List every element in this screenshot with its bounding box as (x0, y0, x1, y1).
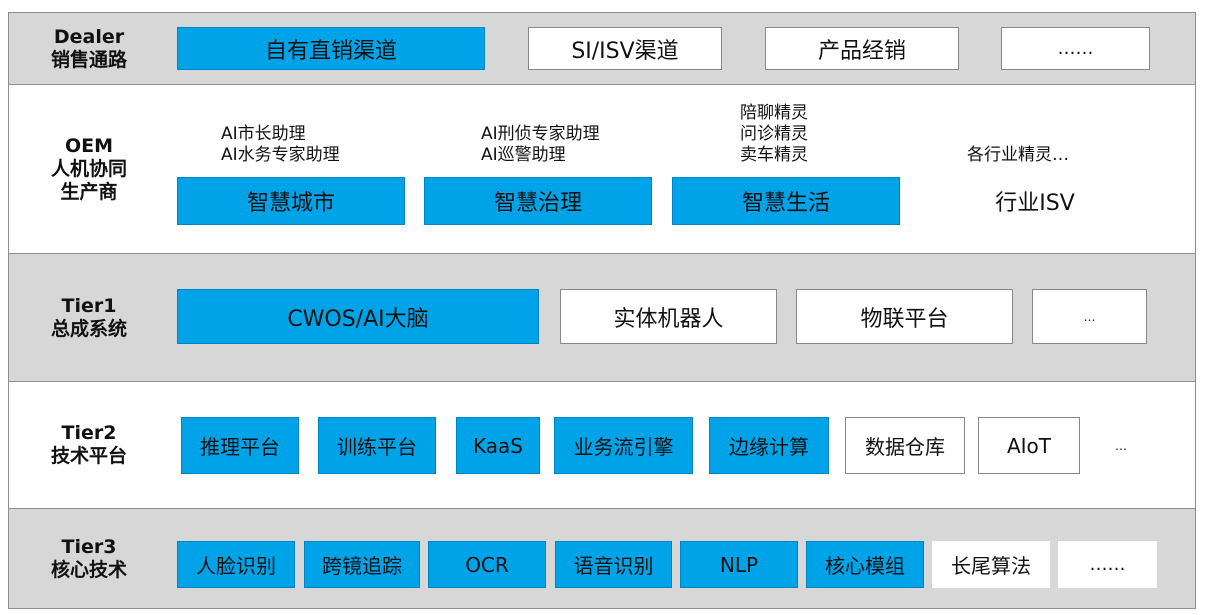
tier3-box-long-tail-algorithms[interactable]: 长尾算法 (932, 541, 1050, 588)
tier3-label-en: Tier3 (61, 535, 117, 558)
tier1-box-robot[interactable]: 实体机器人 (560, 289, 777, 344)
note-line: 陪聊精灵 (740, 103, 808, 123)
tier3-box-nlp[interactable]: NLP (680, 541, 798, 588)
tier1-label-cn: 总成系统 (50, 317, 127, 340)
tier1-row-label: Tier1 总成系统 (20, 253, 158, 382)
tier2-box-kaas[interactable]: KaaS (456, 417, 540, 474)
tier2-label-cn: 技术平台 (50, 445, 127, 467)
tier3-box-cross-camera-tracking[interactable]: 跨镜追踪 (304, 541, 420, 588)
oem-label-cn2: 生产商 (60, 180, 118, 203)
tier1-label-en: Tier1 (61, 294, 117, 317)
tier2-box-data-warehouse[interactable]: 数据仓库 (845, 417, 965, 474)
note-line: AI市长助理 (221, 124, 306, 144)
tier3-box-ocr[interactable]: OCR (428, 541, 546, 588)
note-line: 各行业精灵… (967, 145, 1069, 165)
tier1-box-more[interactable]: … (1032, 289, 1147, 344)
tier2-box-more[interactable]: … (1115, 438, 1127, 453)
tier2-box-aiot[interactable]: AIoT (978, 417, 1080, 474)
oem-row-label: OEM 人机协同 生产商 (20, 84, 158, 254)
note-line: AI刑侦专家助理 (481, 124, 600, 144)
tier2-box-workflow-engine[interactable]: 业务流引擎 (554, 417, 693, 474)
tier2-row-label: Tier2 技术平台 (20, 381, 158, 509)
oem-box-smart-governance[interactable]: 智慧治理 (424, 177, 652, 225)
tier1-box-cwos-brain[interactable]: CWOS/AI大脑 (177, 289, 539, 344)
tier3-label-cn: 核心技术 (50, 558, 127, 581)
oem-note-governance: AI刑侦专家助理 AI巡警助理 (481, 124, 600, 166)
oem-note-industry: 各行业精灵… (967, 145, 1069, 166)
oem-band (8, 84, 1196, 254)
oem-note-city: AI市长助理 AI水务专家助理 (221, 124, 340, 166)
dealer-box-direct-sales[interactable]: 自有直销渠道 (177, 27, 485, 70)
tier2-box-inference[interactable]: 推理平台 (181, 417, 299, 474)
oem-box-smart-city[interactable]: 智慧城市 (177, 177, 405, 225)
tier2-box-training[interactable]: 训练平台 (318, 417, 436, 474)
dealer-box-distribution[interactable]: 产品经销 (765, 27, 959, 70)
note-line: 卖车精灵 (740, 145, 808, 165)
tier3-box-core-module[interactable]: 核心模组 (806, 541, 924, 588)
dealer-label-cn: 销售通路 (50, 48, 127, 71)
tier3-box-more[interactable]: …… (1058, 541, 1157, 588)
note-line: 问诊精灵 (740, 124, 808, 144)
note-line: AI巡警助理 (481, 145, 566, 165)
tier2-box-edge-computing[interactable]: 边缘计算 (709, 417, 829, 474)
dealer-box-si-isv[interactable]: SI/ISV渠道 (528, 27, 722, 70)
oem-label-cn1: 人机协同 (50, 157, 127, 180)
oem-note-life: 陪聊精灵 问诊精灵 卖车精灵 (740, 103, 808, 166)
oem-box-smart-life[interactable]: 智慧生活 (672, 177, 900, 225)
tier2-label-en: Tier2 (61, 422, 117, 444)
dealer-row-label: Dealer 销售通路 (20, 12, 158, 85)
tier3-row-label: Tier3 核心技术 (20, 508, 158, 609)
dealer-box-more[interactable]: …… (1001, 27, 1150, 70)
dealer-label-en: Dealer (53, 25, 125, 48)
tier3-box-speech-recognition[interactable]: 语音识别 (555, 541, 672, 588)
tier1-box-iot-platform[interactable]: 物联平台 (796, 289, 1013, 344)
note-line: AI水务专家助理 (221, 145, 340, 165)
oem-box-industry-isv[interactable]: 行业ISV (995, 191, 1075, 216)
tier3-box-face-recognition[interactable]: 人脸识别 (177, 541, 295, 588)
oem-label-en: OEM (64, 134, 114, 157)
